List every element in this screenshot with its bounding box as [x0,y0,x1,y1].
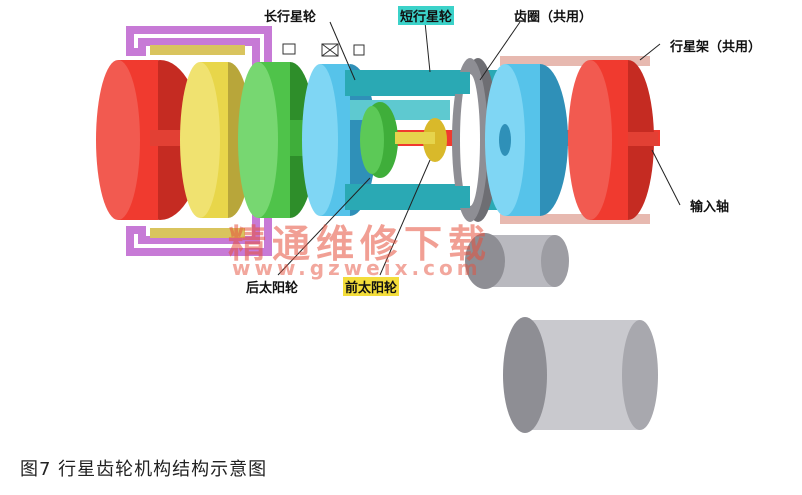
label-rear-sun: 后太阳轮 [246,281,299,296]
planetary-gear-diagram [96,21,681,433]
blue-left-drum-front [302,64,338,216]
red-drum-front [96,60,140,220]
output-gear-upper-back [541,235,569,287]
leader-long-planet [329,21,356,81]
red-drum-hub [150,130,190,146]
upper-clutch-plate [150,45,245,55]
carrier-top-bar [500,56,650,66]
watermark-url: www.gzweix.com [232,256,482,280]
leader-input-shaft [651,149,681,206]
output-gear-upper [465,233,505,289]
figure-caption: 图7 行星齿轮机构结构示意图 [20,459,268,480]
leader-carrier [639,43,661,61]
watermark-main: 精通维修下载 [228,222,493,266]
label-long-planet: 长行星轮 [264,10,317,25]
front-sun-shaft [395,132,435,144]
yellow-drum-front [180,62,220,218]
marker-box-2 [353,44,365,56]
blue-right-drum-hole [499,124,511,156]
rear-sun-gear-face [360,106,384,174]
leader-front-sun [379,159,431,276]
input-shaft-stub [628,132,658,146]
lower-clutch-plate [150,228,245,238]
label-short-planet: 短行星轮 [398,6,455,25]
marker-cross [321,43,339,57]
diagram-stage: 长行星轮 短行星轮 齿圈（共用） 行星架（共用） 输入轴 后太阳轮 前太阳轮 精… [96,6,762,433]
label-input-shaft: 输入轴 [690,200,730,215]
output-gear-lower [503,317,547,433]
label-front-sun: 前太阳轮 [343,277,400,296]
output-gear-lower-back [622,320,658,430]
label-carrier: 行星架（共用） [670,40,762,55]
leader-ring-gear [479,21,521,81]
short-planet-bottom [410,186,470,208]
green-drum-front [238,62,278,218]
label-ring-gear: 齿圈（共用） [514,10,593,25]
marker-box [282,43,296,55]
red-right-drum-front [568,60,612,220]
leader-rear-sun [277,177,371,276]
output-gear-lower-body [530,320,640,430]
carrier-bottom-bar [500,214,650,224]
leader-short-planet [424,21,431,73]
ring-gear-inner [460,74,480,206]
short-planet-top [410,72,470,94]
